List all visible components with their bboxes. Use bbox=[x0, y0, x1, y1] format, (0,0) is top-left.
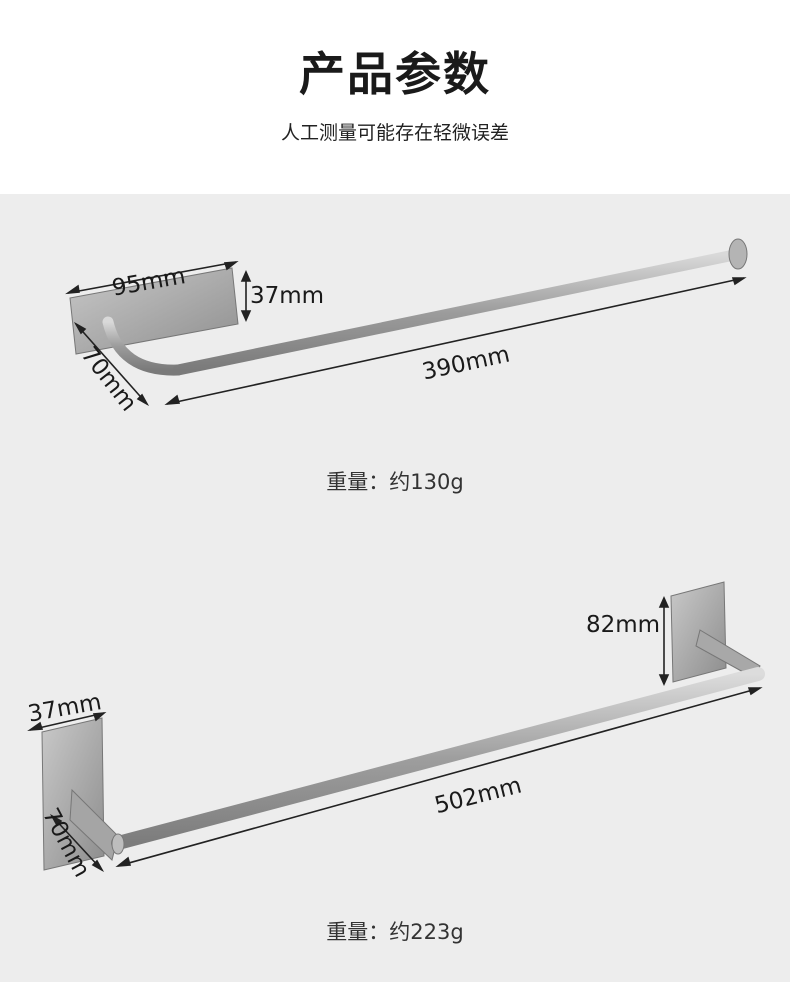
towel-bar-arm bbox=[102, 316, 184, 376]
weight-label: 重量：约130g bbox=[326, 470, 464, 494]
product-2-drawing bbox=[27, 581, 765, 873]
header-panel: 产品参数 人工测量可能存在轻微误差 bbox=[0, 0, 790, 194]
towel-bar bbox=[111, 667, 765, 850]
bar-end-left bbox=[111, 833, 125, 855]
product-1: 95mm 37mm 70mm 390mm 重量：约130g bbox=[0, 194, 790, 534]
towel-bar bbox=[172, 249, 740, 376]
dim-height: 82mm bbox=[586, 612, 661, 638]
dim-height: 37mm bbox=[250, 283, 325, 309]
end-cap bbox=[728, 238, 748, 270]
page-subtitle: 人工测量可能存在轻微误差 bbox=[280, 122, 509, 144]
mount-bracket-left bbox=[69, 788, 119, 861]
product-1-drawing bbox=[65, 238, 748, 407]
product-2: 37mm 82mm 70mm 502mm 重量：约223g bbox=[0, 560, 790, 982]
mount-plate-right bbox=[670, 581, 727, 683]
page-title: 产品参数 bbox=[299, 47, 491, 101]
weight-label: 重量：约223g bbox=[326, 920, 464, 944]
